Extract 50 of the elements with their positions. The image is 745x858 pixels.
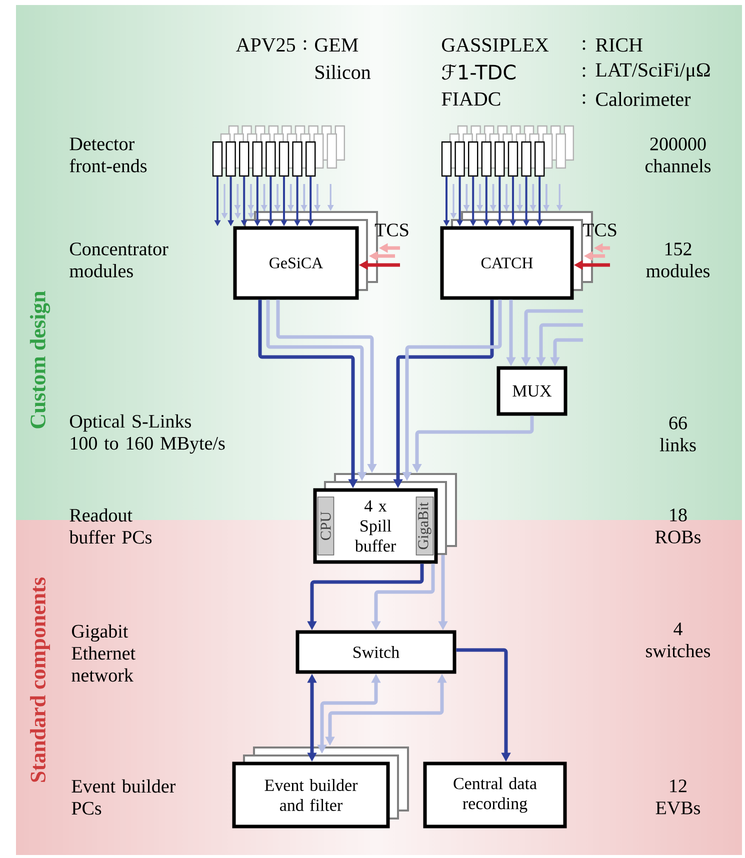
- front-end-chip: [508, 141, 518, 177]
- front-end-chip: [521, 141, 532, 177]
- chip-label: GASSIPLEX: [442, 38, 549, 52]
- count-label: 12 EVBs: [656, 780, 700, 814]
- front-end-chip: [252, 141, 262, 177]
- chip-label: LAT/SciFi/μΩ: [596, 63, 710, 81]
- row-label: Concentrator modules: [70, 242, 168, 278]
- row-label: Event builder PCs: [72, 779, 176, 815]
- row-label: Gigabit Ethernet network: [72, 624, 136, 682]
- front-end-chip: [306, 141, 316, 177]
- edge-label: TCS: [582, 224, 616, 236]
- builder-box: Event builder and filter: [232, 746, 409, 828]
- gigabit-panel: GigaBit: [416, 496, 434, 556]
- chip-label: APV25: [236, 38, 295, 52]
- front-end-chip: [534, 141, 545, 177]
- mux-box: MUX: [496, 366, 568, 416]
- separator-colon: :: [582, 67, 586, 77]
- count-label: 152 modules: [646, 242, 710, 278]
- row-label: Optical S-Links 100 to 160 MByte/s: [70, 414, 225, 454]
- section-label: Custom design: [30, 290, 50, 428]
- chip-label: GEM: [315, 38, 358, 52]
- front-end-chip: [468, 141, 478, 177]
- front-end-chip: [212, 141, 223, 177]
- cpu-panel: CPU: [317, 496, 334, 556]
- chip-label: Silicon: [316, 64, 371, 80]
- front-end-chip: [292, 141, 302, 177]
- front-end-chip: [441, 141, 452, 177]
- front-end-chip: [239, 141, 250, 177]
- count-label: 200000 channels: [645, 138, 711, 172]
- count-label: 4 switches: [646, 622, 710, 658]
- separator-colon: :: [582, 94, 586, 104]
- front-end-chip: [481, 141, 492, 177]
- chip-label: ℱ1-TDC: [442, 64, 516, 80]
- count-label: 66 links: [660, 416, 696, 452]
- front-end-chip: [278, 141, 290, 177]
- switch-box: Switch: [296, 630, 456, 674]
- recording-box: Central data recording: [423, 762, 567, 828]
- front-end-chip: [226, 141, 236, 177]
- separator-colon: :: [304, 40, 306, 50]
- chip-label: Calorimeter: [596, 92, 691, 106]
- front-end-chip: [494, 141, 505, 177]
- row-label: Readout buffer PCs: [69, 508, 152, 544]
- section-label: Standard components: [30, 578, 50, 782]
- separator-colon: :: [582, 40, 586, 50]
- front-end-chip: [266, 141, 276, 177]
- chip-label: RICH: [596, 38, 642, 52]
- row-label: Detector front-ends: [70, 138, 147, 172]
- front-end-chip: [454, 141, 465, 177]
- chip-label: FIADC: [442, 92, 500, 106]
- count-label: 18 ROBs: [655, 508, 701, 544]
